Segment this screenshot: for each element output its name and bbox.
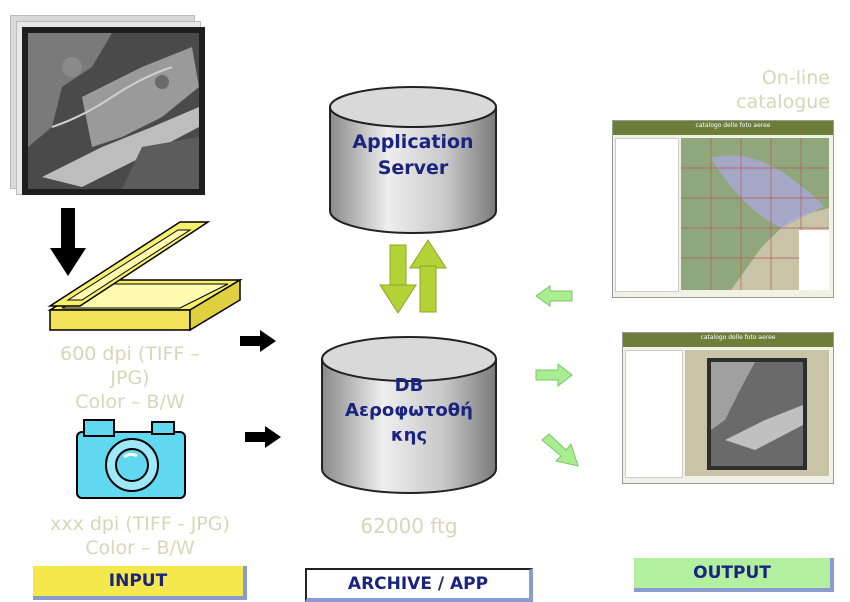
scanner-caption: 600 dpi (TIFF – JPG) Color – B/W	[60, 343, 200, 413]
archive-label: ARCHIVE / APP	[305, 568, 533, 602]
arrow-right-icon	[240, 330, 276, 352]
viewer-map	[685, 350, 829, 476]
photo-viewer-screenshot: catalogo delle foto aeree	[622, 332, 834, 484]
application-server-label: Application Server	[352, 131, 474, 179]
arrow-up-icon	[409, 239, 447, 313]
arrow-down-icon	[50, 208, 86, 276]
catalogue-sidebar	[615, 138, 679, 292]
aerial-photo-image	[22, 27, 205, 195]
viewer-sidebar	[625, 350, 683, 478]
catalogue-caption: On-line catalogue	[736, 67, 830, 113]
arrow-left-icon	[535, 285, 573, 307]
viewer-title: catalogo delle foto aeree	[700, 334, 776, 341]
camera-caption: xxx dpi (TIFF - JPG) Color – B/W	[50, 513, 230, 559]
photo-count-caption: 62000 ftg	[360, 514, 458, 538]
arrow-right-icon	[245, 426, 281, 448]
arrow-right-icon	[535, 362, 573, 388]
db-label: DB Αεροφωτοθή κης	[345, 375, 473, 446]
catalogue-map	[681, 138, 829, 290]
scanner-icon	[47, 221, 243, 332]
viewer-header	[623, 333, 833, 347]
application-server-cylinder: Application Server	[328, 85, 498, 235]
input-label: INPUT	[33, 566, 247, 600]
catalogue-header	[613, 121, 833, 135]
db-cylinder: DB Αεροφωτοθή κης	[320, 335, 498, 495]
camera-icon	[76, 419, 186, 499]
catalogue-title: catalogo delle foto aeree	[695, 122, 771, 129]
arrow-down-icon	[379, 244, 417, 314]
arrow-down-right-icon	[541, 433, 579, 467]
output-label: OUTPUT	[634, 558, 834, 592]
catalogue-map-screenshot: catalogo delle foto aeree	[612, 120, 834, 298]
aerial-photo	[10, 15, 205, 195]
